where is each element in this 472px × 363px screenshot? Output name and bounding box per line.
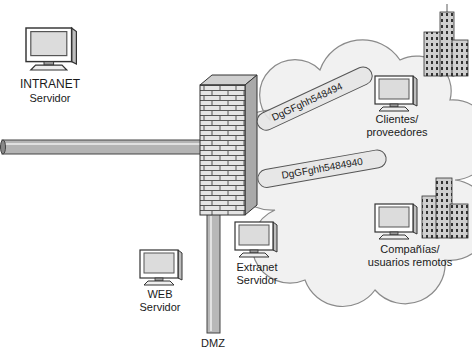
extranet-server: ExtranetServidor bbox=[237, 261, 278, 286]
client-computer bbox=[375, 76, 417, 111]
network-pipe bbox=[1, 140, 206, 154]
remote-computer bbox=[375, 204, 417, 239]
node-text: Compañías/ usuarios remotos bbox=[362, 243, 458, 268]
node-text: WEB bbox=[140, 288, 181, 301]
zone-label: DMZ bbox=[201, 337, 225, 349]
internet-cloud bbox=[222, 40, 472, 307]
vpn-tunnel bbox=[256, 149, 387, 189]
server-computer bbox=[140, 250, 182, 285]
web-server: WEBServidor bbox=[140, 288, 181, 313]
buildings bbox=[424, 4, 468, 76]
buildings bbox=[422, 178, 468, 238]
node-text: Clientes/ proveedores bbox=[357, 113, 437, 138]
node-text: Servidor bbox=[237, 274, 278, 287]
firewall-wall bbox=[200, 75, 257, 215]
vpn-tunnel bbox=[254, 64, 375, 133]
node-text: Servidor bbox=[140, 301, 181, 314]
dmz-pipe bbox=[207, 214, 220, 333]
node-text: Extranet bbox=[237, 261, 278, 274]
server-computer bbox=[26, 28, 76, 70]
remote-node: Compañías/ usuarios remotos bbox=[362, 243, 458, 268]
server-computer bbox=[235, 222, 277, 257]
client-node: Clientes/ proveedores bbox=[357, 113, 437, 138]
intranet-server: INTRANETServidor bbox=[20, 78, 80, 104]
node-text: Servidor bbox=[20, 92, 80, 105]
node-text: INTRANET bbox=[20, 78, 80, 92]
